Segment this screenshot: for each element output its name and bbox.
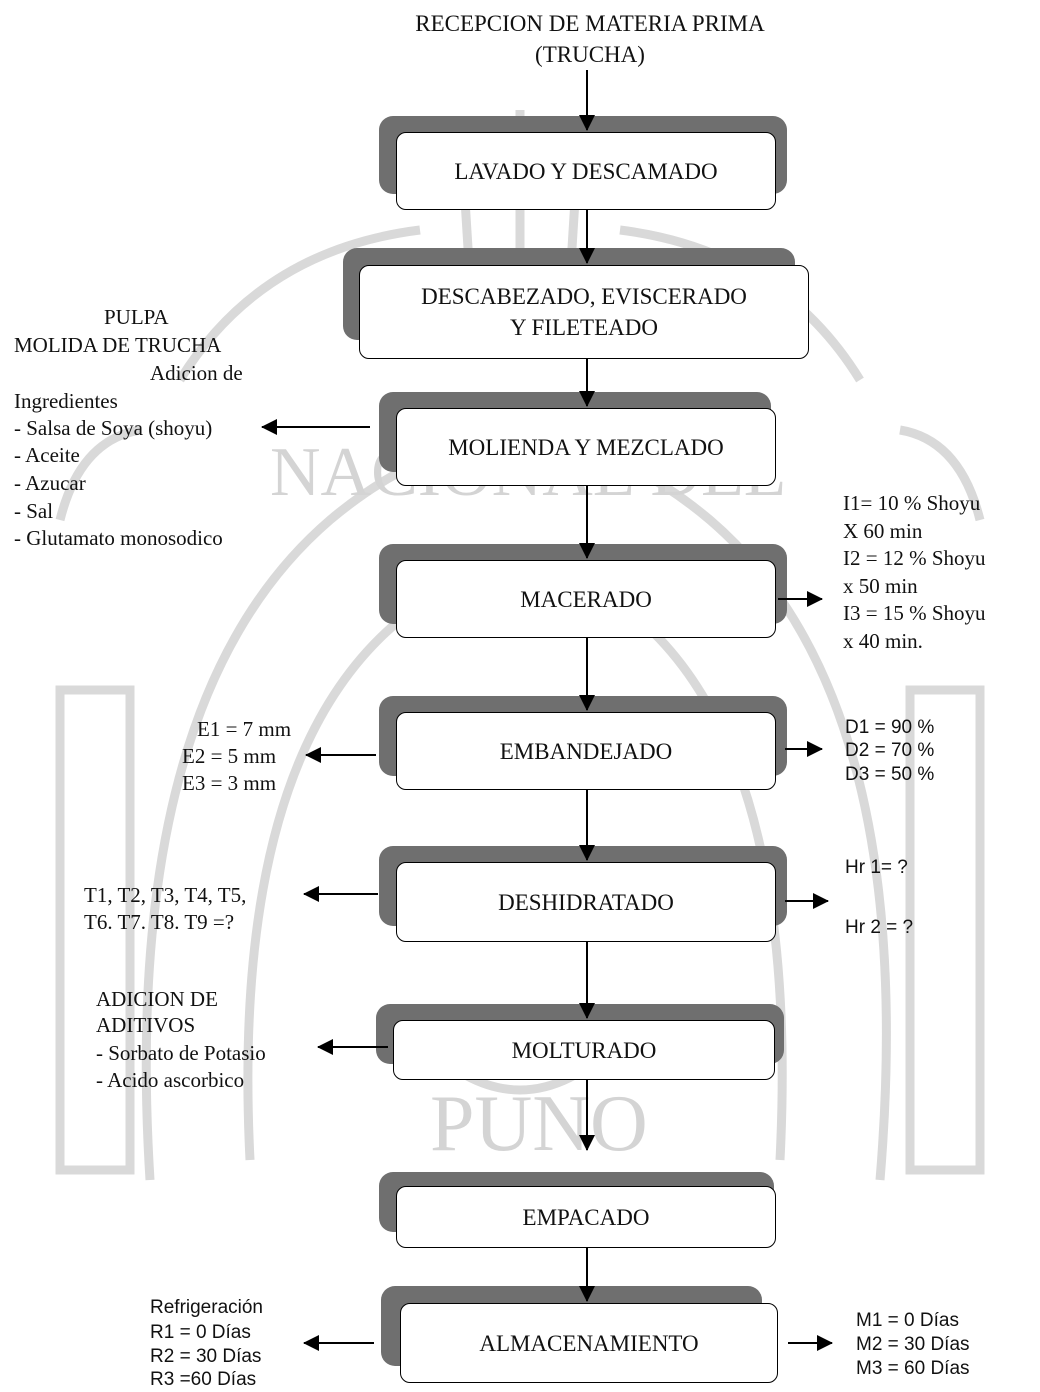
note-aditivos-line: ADITIVOS bbox=[96, 1012, 195, 1040]
note-macerado-line: x 50 min bbox=[843, 573, 918, 601]
note-espesor-line: E3 = 3 mm bbox=[182, 770, 276, 798]
note-refrigeracion-line: R1 = 0 Días bbox=[150, 1320, 251, 1345]
note-refrigeracion-line: R3 =60 Días bbox=[150, 1367, 256, 1392]
note-ingredientes-line: MOLIDA DE TRUCHA bbox=[14, 332, 221, 360]
note-ingredientes-line: - Glutamato monosodico bbox=[14, 525, 223, 553]
note-muestras-line: M1 = 0 Días bbox=[856, 1308, 959, 1333]
note-refrigeracion-line: R2 = 30 Días bbox=[150, 1344, 261, 1369]
note-macerado-line: I3 = 15 % Shoyu bbox=[843, 600, 986, 628]
note-temperaturas-line: T6. T7. T8. T9 =? bbox=[84, 909, 234, 937]
note-humedad-line: Hr 2 = ? bbox=[845, 915, 913, 940]
note-refrigeracion-line: Refrigeración bbox=[150, 1295, 263, 1320]
note-muestras-line: M3 = 60 Días bbox=[856, 1356, 970, 1381]
note-aditivos-line: - Sorbato de Potasio bbox=[96, 1040, 266, 1068]
note-aditivos-line: ADICION DE bbox=[96, 986, 218, 1014]
note-macerado-line: X 60 min bbox=[843, 518, 922, 546]
note-humedad-line: Hr 1= ? bbox=[845, 855, 908, 880]
note-muestras-line: M2 = 30 Días bbox=[856, 1332, 970, 1357]
note-macerado-line: I2 = 12 % Shoyu bbox=[843, 545, 986, 573]
note-macerado-line: I1= 10 % Shoyu bbox=[843, 490, 980, 518]
note-ingredientes-line: - Salsa de Soya (shoyu) bbox=[14, 415, 212, 443]
note-densidad-line: D3 = 50 % bbox=[845, 762, 934, 787]
note-ingredientes-line: - Sal bbox=[14, 498, 53, 526]
note-ingredientes-line: PULPA bbox=[104, 304, 169, 332]
note-espesor-line: E1 = 7 mm bbox=[197, 716, 291, 744]
note-densidad-line: D2 = 70 % bbox=[845, 738, 934, 763]
note-espesor-line: E2 = 5 mm bbox=[182, 743, 276, 771]
note-ingredientes-line: Ingredientes bbox=[14, 388, 118, 416]
note-aditivos-line: - Acido ascorbico bbox=[96, 1067, 244, 1095]
note-densidad-line: D1 = 90 % bbox=[845, 715, 934, 740]
note-ingredientes-line: - Aceite bbox=[14, 442, 80, 470]
note-ingredientes-line: - Azucar bbox=[14, 470, 86, 498]
note-ingredientes-line: Adicion de bbox=[150, 360, 243, 388]
note-macerado-line: x 40 min. bbox=[843, 628, 923, 656]
note-temperaturas-line: T1, T2, T3, T4, T5, bbox=[84, 882, 246, 910]
